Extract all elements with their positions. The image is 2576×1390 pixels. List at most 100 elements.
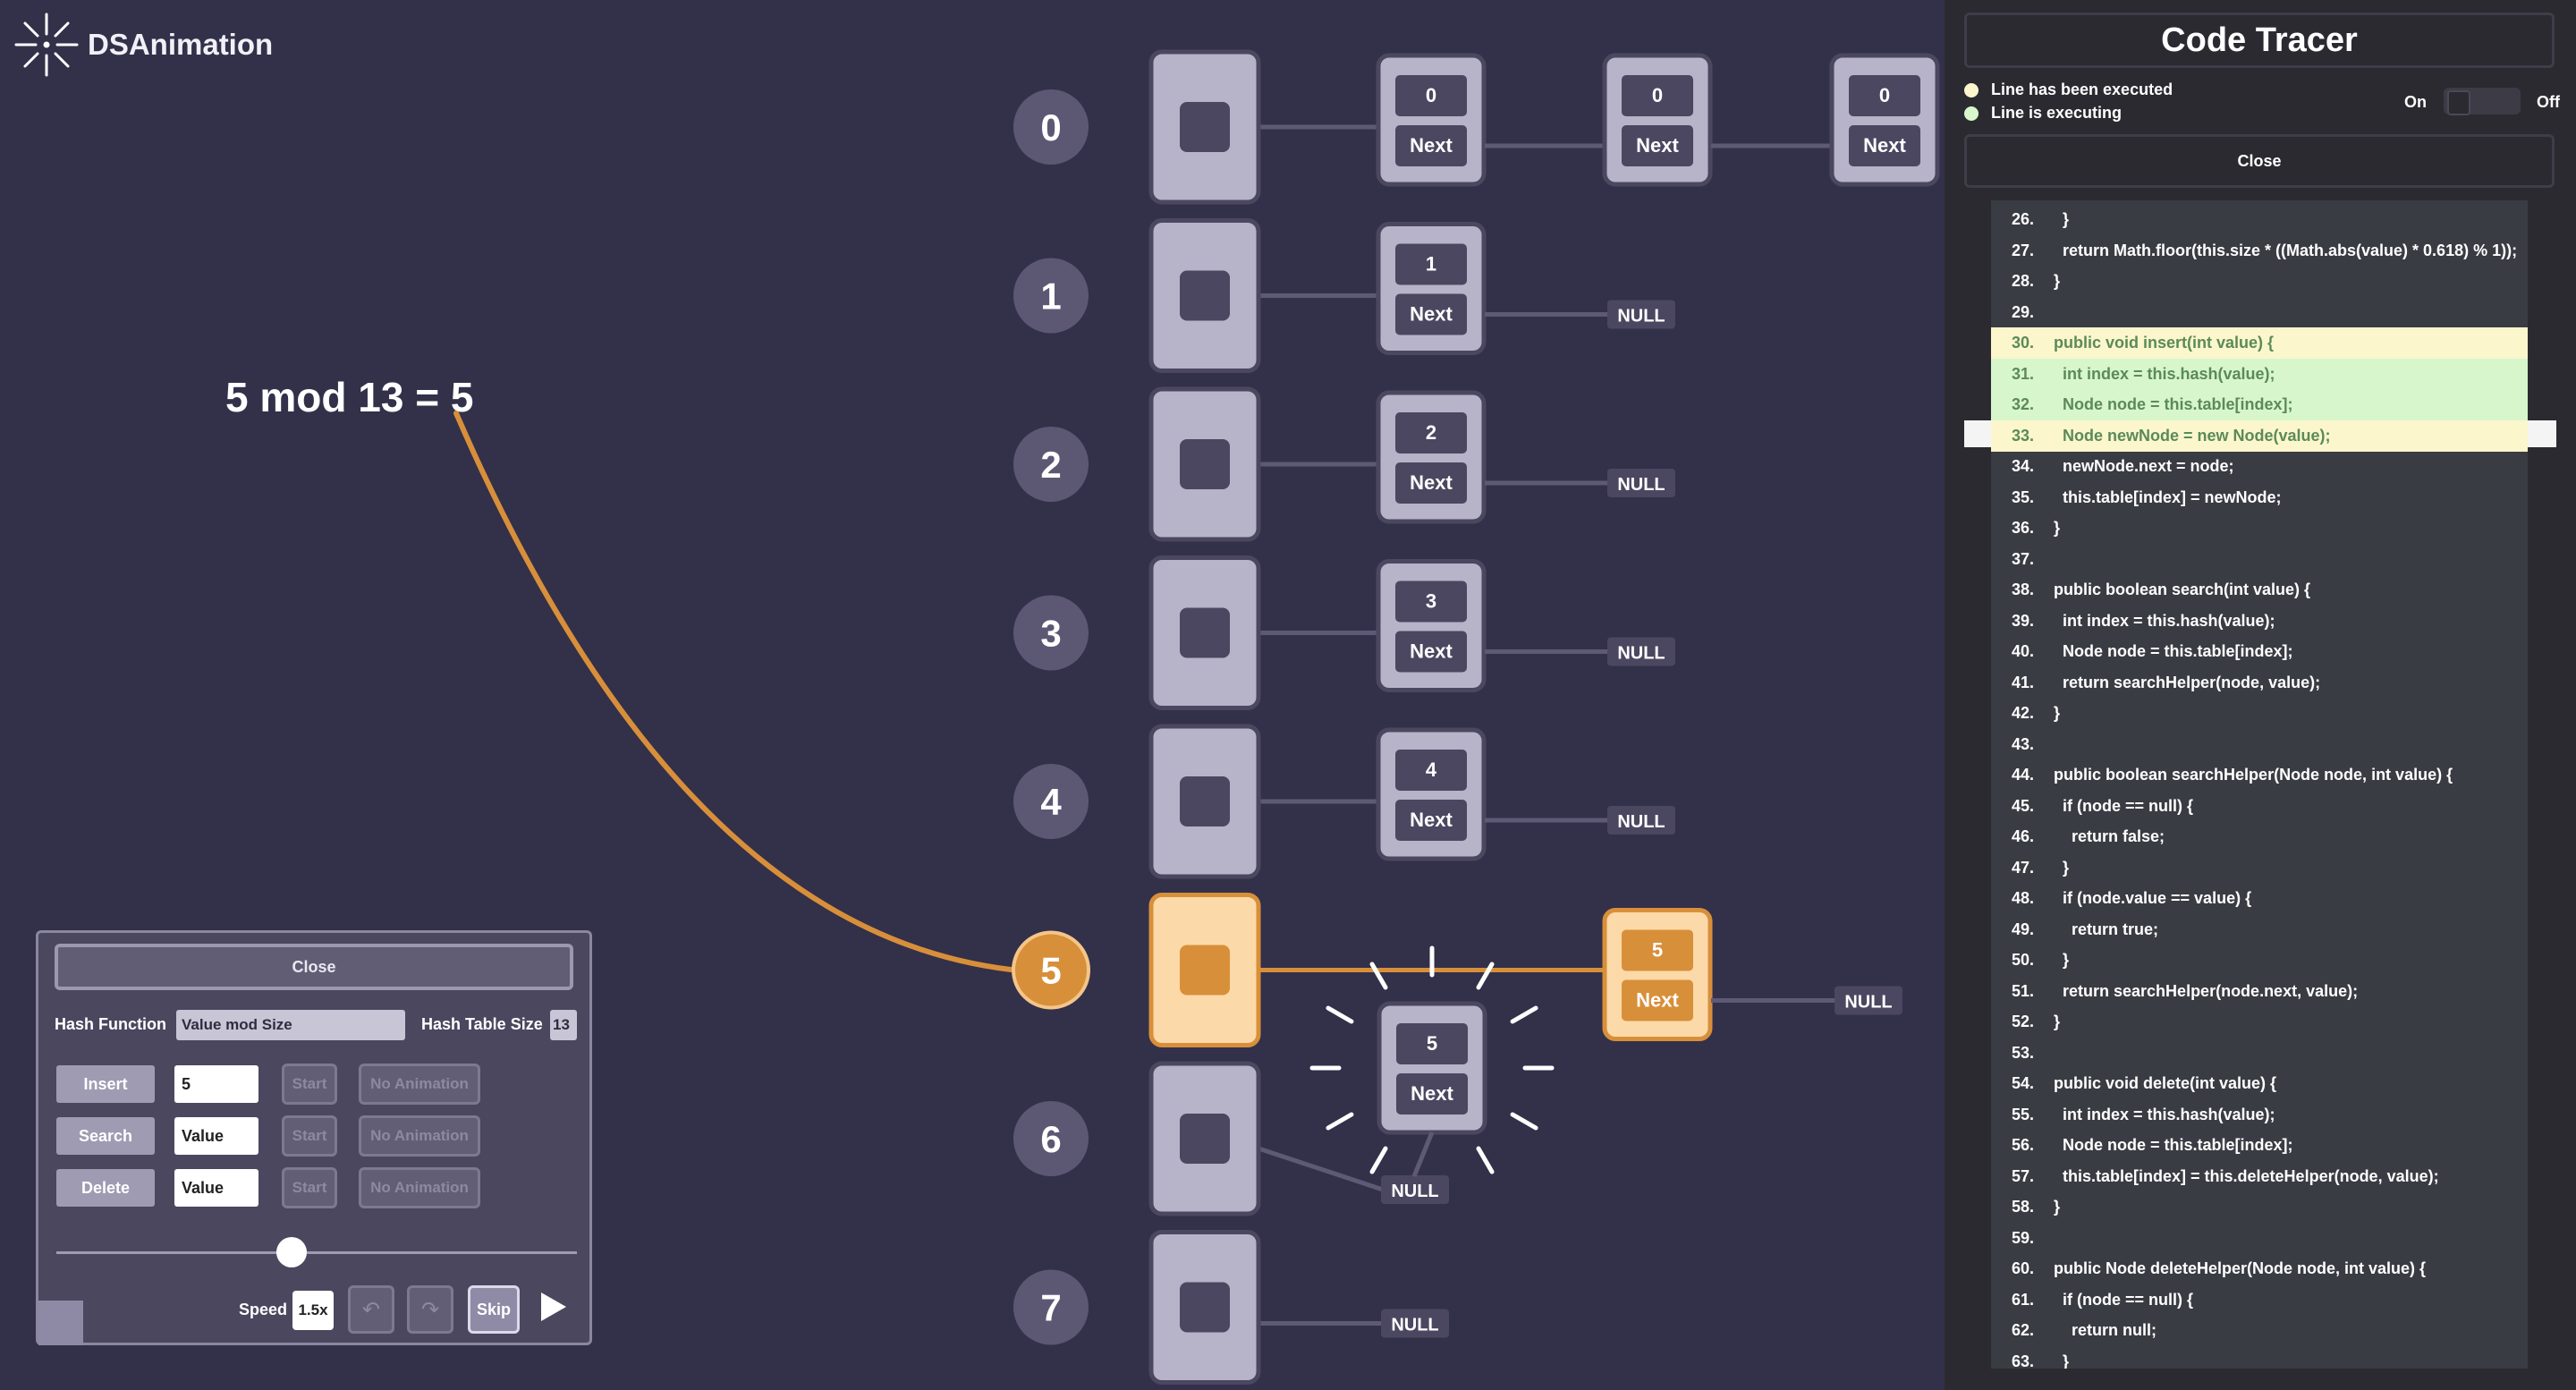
speed-slider-handle[interactable] [276, 1237, 307, 1267]
code-line[interactable]: 61. if (node == null) { [1991, 1284, 2528, 1316]
code-line[interactable]: 49. return true; [1991, 914, 2528, 945]
code-line[interactable]: 34. newNode.next = node; [1991, 451, 2528, 482]
code-line[interactable]: 47. } [1991, 852, 2528, 884]
code-line[interactable]: 57. this.table[index] = this.deleteHelpe… [1991, 1161, 2528, 1192]
controls-close-button[interactable]: Close [55, 944, 573, 990]
code-line[interactable]: 38. public boolean search(int value) { [1991, 574, 2528, 606]
bucket-pointer-box [1180, 102, 1230, 152]
code-line[interactable]: 60. public Node deleteHelper(Node node, … [1991, 1253, 2528, 1284]
sparkle-ray [1326, 1005, 1354, 1024]
bucket-index-label: 5 [1040, 950, 1061, 992]
code-line[interactable]: 45. if (node == null) { [1991, 791, 2528, 822]
code-line[interactable]: 43. [1991, 729, 2528, 760]
line-number: 40. [2011, 642, 2034, 660]
code-line[interactable]: 56. Node node = this.table[index]; [1991, 1130, 2528, 1161]
insert-no-animation-button[interactable]: No Animation [359, 1064, 480, 1105]
app-logo[interactable]: DSAnimation [13, 11, 273, 79]
toggle-on-label: On [2404, 93, 2427, 111]
insert-value-input[interactable]: 5 [174, 1065, 258, 1103]
line-number: 36. [2011, 519, 2034, 537]
hash-function-select[interactable]: Value mod Size [176, 1010, 405, 1040]
chain-node-next-box [1395, 462, 1467, 504]
undo-button[interactable]: ↶ [348, 1285, 394, 1334]
code-line[interactable]: 63. } [1991, 1346, 2528, 1369]
code-line[interactable]: 26. } [1991, 204, 2528, 235]
code-line[interactable]: 31. int index = this.hash(value); [1991, 358, 2528, 390]
code-line[interactable]: 48. if (node.value == value) { [1991, 883, 2528, 914]
line-code: int index = this.hash(value); [2045, 364, 2275, 383]
code-line[interactable]: 29. [1991, 297, 2528, 328]
code-line[interactable]: 50. } [1991, 945, 2528, 976]
search-button[interactable]: Search [56, 1117, 155, 1155]
code-line[interactable]: 35. this.table[index] = newNode; [1991, 482, 2528, 513]
code-line[interactable]: 54. public void delete(int value) { [1991, 1068, 2528, 1099]
chain-node-value-box [1395, 750, 1467, 791]
bucket-index-label: 2 [1040, 444, 1061, 486]
delete-button[interactable]: Delete [56, 1169, 155, 1207]
code-line[interactable]: 40. Node node = this.table[index]; [1991, 636, 2528, 667]
bucket-pointer-box [1180, 776, 1230, 826]
bucket-index-label: 3 [1040, 613, 1061, 655]
search-value-input[interactable]: Value [174, 1117, 258, 1155]
delete-no-animation-button[interactable]: No Animation [359, 1167, 480, 1208]
code-line[interactable]: 46. return false; [1991, 821, 2528, 852]
speed-value[interactable]: 1.5x [292, 1291, 334, 1330]
executed-dot-icon [1964, 82, 1979, 97]
speed-slider-track[interactable] [56, 1251, 577, 1254]
redo-button[interactable]: ↷ [407, 1285, 453, 1334]
line-code: return searchHelper(node.next, value); [2045, 981, 2359, 1000]
play-icon[interactable] [541, 1293, 566, 1321]
code-line[interactable]: 51. return searchHelper(node.next, value… [1991, 976, 2528, 1007]
null-pointer [1381, 1175, 1449, 1204]
sparkle-ray [1476, 1146, 1495, 1174]
code-line[interactable]: 55. int index = this.hash(value); [1991, 1099, 2528, 1131]
code-line[interactable]: 52. } [1991, 1006, 2528, 1038]
chain-node-next-box [1395, 125, 1467, 166]
legend-executing: Line is executing [1964, 104, 2122, 123]
code-line[interactable]: 28. } [1991, 266, 2528, 297]
code-line[interactable]: 39. int index = this.hash(value); [1991, 606, 2528, 637]
search-no-animation-button[interactable]: No Animation [359, 1115, 480, 1157]
code-line[interactable]: 58. } [1991, 1191, 2528, 1223]
code-line[interactable]: 62. return null; [1991, 1315, 2528, 1346]
code-line[interactable]: 27. return Math.floor(this.size * ((Math… [1991, 235, 2528, 267]
insert-start-button[interactable]: Start [282, 1064, 337, 1105]
code-line[interactable]: 36. } [1991, 513, 2528, 544]
null-pointer [1607, 637, 1675, 666]
table-size-field[interactable]: 13 [550, 1010, 577, 1040]
line-code: } [2045, 210, 2070, 228]
toggle-knob[interactable] [2447, 90, 2470, 115]
panel-resize-handle[interactable] [38, 1301, 83, 1345]
line-number: 55. [2011, 1105, 2034, 1123]
code-line[interactable]: 41. return searchHelper(node, value); [1991, 667, 2528, 699]
sparkle-ray [1369, 1146, 1388, 1174]
search-start-button[interactable]: Start [282, 1115, 337, 1157]
delete-value-input[interactable]: Value [174, 1169, 258, 1207]
insert-button[interactable]: Insert [56, 1065, 155, 1103]
bucket-pointer-box [1180, 1114, 1230, 1164]
line-code: } [2045, 704, 2061, 722]
code-view[interactable]: 26. }27. return Math.floor(this.size * (… [1991, 200, 2528, 1369]
line-number: 43. [2011, 734, 2034, 753]
code-line[interactable]: 59. [1991, 1223, 2528, 1254]
controls-panel: Close Hash Function Value mod Size Hash … [36, 930, 592, 1345]
bucket-index-1 [1013, 258, 1089, 334]
code-line[interactable]: 37. [1991, 544, 2528, 575]
code-line[interactable]: 32. Node node = this.table[index]; [1991, 389, 2528, 420]
new-node-value: 5 [1427, 1032, 1437, 1055]
code-line[interactable]: 33. Node newNode = new Node(value); [1991, 420, 2528, 452]
code-line[interactable]: 42. } [1991, 698, 2528, 729]
tracer-toggle[interactable] [2444, 88, 2521, 115]
skip-button[interactable]: Skip [468, 1285, 520, 1334]
code-line[interactable]: 44. public boolean searchHelper(Node nod… [1991, 759, 2528, 791]
null-pointer [1607, 469, 1675, 497]
bucket-pointer-box [1180, 439, 1230, 489]
delete-start-button[interactable]: Start [282, 1167, 337, 1208]
code-line[interactable]: 30. public void insert(int value) { [1991, 327, 2528, 359]
bucket-index-label: 4 [1040, 781, 1062, 823]
bucket-index-0 [1013, 89, 1089, 165]
tracer-close-button[interactable]: Close [1964, 134, 2555, 188]
bucket-pointer-box [1180, 607, 1230, 658]
code-line[interactable]: 53. [1991, 1038, 2528, 1069]
